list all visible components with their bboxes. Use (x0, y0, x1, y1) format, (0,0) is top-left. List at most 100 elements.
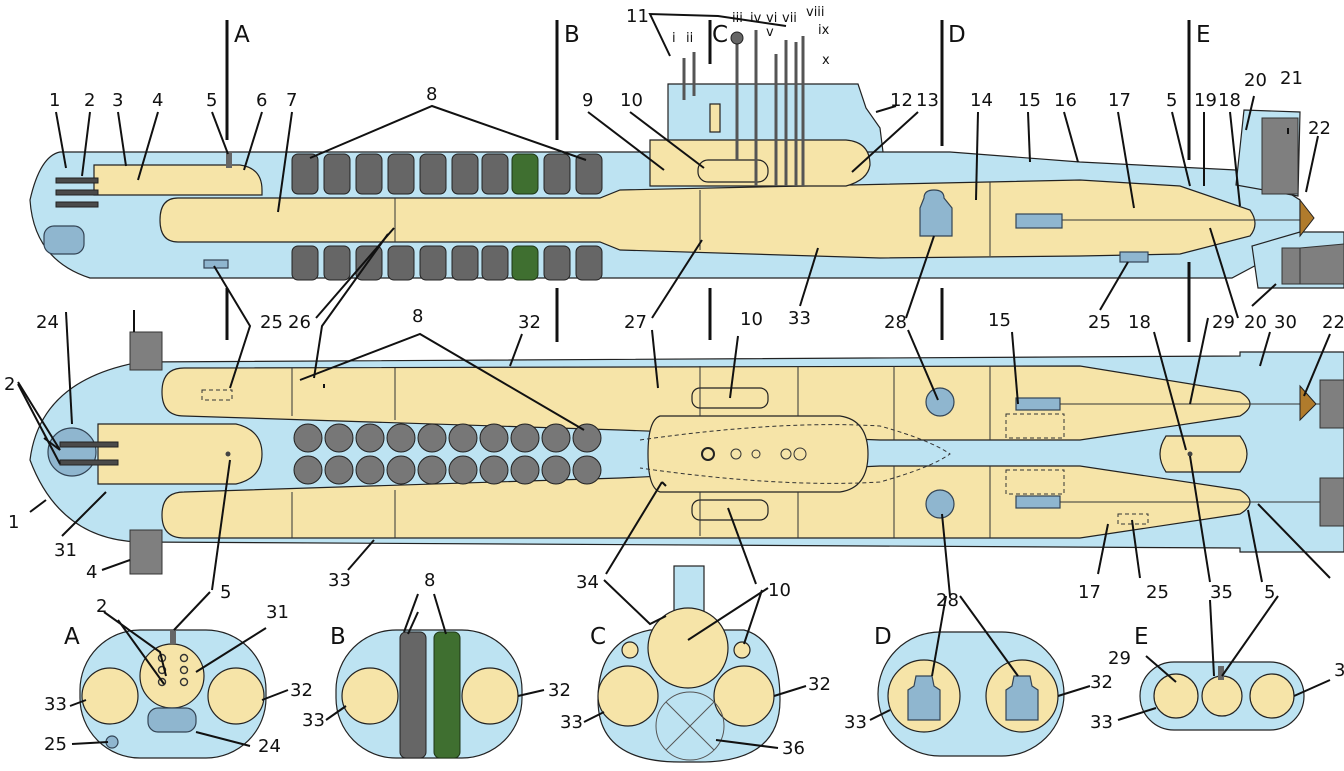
label-31: 31 (54, 540, 77, 561)
upper-fin-20 (1261, 117, 1299, 195)
label-25: 25 (260, 312, 283, 333)
label-8: 8 (412, 306, 423, 327)
missile-silo-plan (355, 455, 385, 485)
reactor-side (919, 189, 953, 237)
side-divisions (394, 182, 991, 256)
missile-silo-upper (323, 153, 351, 195)
section-letter: A (234, 22, 250, 48)
section-letter: D (948, 22, 966, 48)
label-22: 22 (1322, 312, 1344, 333)
missile-silo-plan (510, 423, 540, 453)
plan-divisions (291, 366, 991, 538)
label-32: 32 (1090, 672, 1113, 693)
missile-silo-plan (386, 455, 416, 485)
missile-silo-plan (572, 423, 602, 453)
mast-label: iii (732, 11, 743, 26)
bow-plane-upper (129, 331, 163, 371)
missile-silos-side (291, 153, 603, 281)
missile-silo-lower (387, 245, 415, 281)
plan-stern-fin-lower (1319, 477, 1344, 527)
label-10: 10 (620, 90, 643, 111)
escape-hatch (709, 103, 721, 133)
label-4: 4 (86, 562, 97, 583)
missile-silo-lower (451, 245, 479, 281)
label-28: 28 (884, 312, 907, 333)
label-2: 2 (4, 374, 15, 395)
plan-stern-fin (1319, 379, 1344, 429)
missile-silo-lower (481, 245, 509, 281)
missile-silo-plan (417, 455, 447, 485)
cross-section-d (877, 631, 1065, 757)
label-8: 8 (426, 84, 437, 105)
label-21: 21 (1280, 68, 1303, 89)
missile-silo-upper (511, 153, 539, 195)
label-5: 5 (1166, 90, 1177, 111)
plan-tube (59, 441, 119, 448)
section-letter: B (564, 22, 580, 48)
label-34: 34 (576, 572, 599, 593)
mast-label: x (822, 53, 830, 68)
torpedo-tube (55, 201, 99, 208)
aux-tank-rear (1119, 251, 1149, 263)
label-25: 25 (44, 734, 67, 755)
missile-silo-lower (575, 245, 603, 281)
label-7: 7 (286, 90, 297, 111)
missile-silo-lower (323, 245, 351, 281)
label-36: 36 (782, 738, 805, 759)
plan-view (29, 331, 1344, 575)
label-9: 9 (582, 90, 593, 111)
side-pressure-hull (159, 179, 1256, 259)
missile-silo-plan (510, 455, 540, 485)
missile-silo-plan (448, 423, 478, 453)
label-33: 33 (328, 570, 351, 591)
label-33: 33 (560, 712, 583, 733)
section-lines-top (225, 20, 1191, 342)
plan-reactor-left (925, 387, 955, 417)
label-25: 25 (1146, 582, 1169, 603)
mast-label: ix (818, 23, 830, 38)
missile-silo-lower (355, 245, 383, 281)
missile-silo-plan (541, 423, 571, 453)
label-13: 13 (916, 90, 939, 111)
label-33: 33 (788, 308, 811, 329)
label-2: 2 (84, 90, 95, 111)
cross-section-e (1139, 661, 1305, 731)
label-10: 10 (768, 580, 791, 601)
label-32: 32 (808, 674, 831, 695)
label-20: 20 (1244, 312, 1267, 333)
label-18: 18 (1218, 90, 1241, 111)
masts (682, 30, 805, 186)
plan-reactor-right (925, 489, 955, 519)
section-letter: E (1134, 624, 1149, 650)
label-5: 5 (220, 582, 231, 603)
cross-section-c (597, 565, 781, 763)
label-5: 5 (206, 90, 217, 111)
missile-silo-lower (543, 245, 571, 281)
label-33: 33 (44, 694, 67, 715)
label-32: 32 (290, 680, 313, 701)
mast-label: v (766, 25, 774, 40)
label-29: 29 (1212, 312, 1235, 333)
torpedo-compartment-side (93, 164, 263, 196)
label-19: 19 (1194, 90, 1217, 111)
label-33: 33 (302, 710, 325, 731)
missile-silo-upper (451, 153, 479, 195)
label-15: 15 (1018, 90, 1041, 111)
label-12: 12 (890, 90, 913, 111)
plan-sail-outline (639, 424, 951, 484)
bow-plane-lower (129, 529, 163, 575)
plan-turbine-right (1015, 495, 1061, 509)
section-letter: B (330, 624, 346, 650)
label-3: 3 (1334, 660, 1344, 681)
plan-cabin-lower (691, 499, 769, 521)
label-20: 20 (1244, 70, 1267, 91)
torpedo-tube (55, 177, 99, 184)
missile-silo-lower (291, 245, 319, 281)
label-25: 25 (1088, 312, 1111, 333)
label-32: 32 (518, 312, 541, 333)
section-letter: E (1196, 22, 1211, 48)
missile-silo-plan (479, 423, 509, 453)
plan-torpedo-compartment (97, 423, 263, 485)
